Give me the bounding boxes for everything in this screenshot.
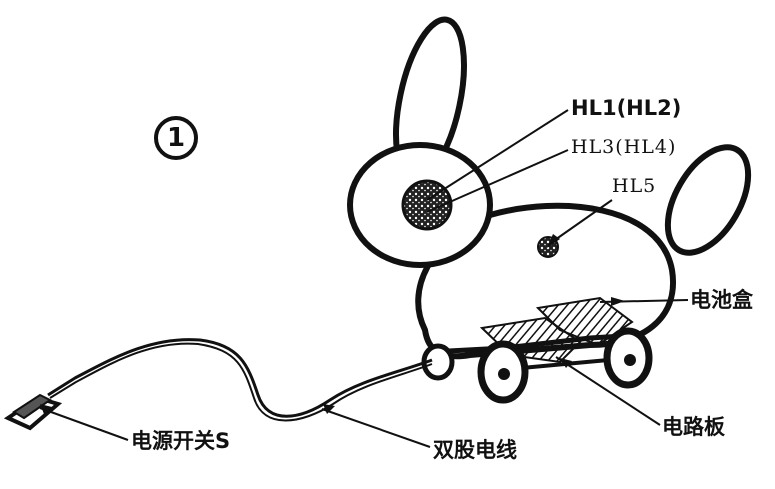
arrowheads bbox=[40, 234, 625, 414]
label-battery-box: 电池盒 bbox=[690, 288, 753, 312]
front-left-wheel bbox=[477, 340, 529, 404]
label-hl5: HL5 bbox=[612, 175, 657, 197]
power-switch-body bbox=[3, 393, 63, 431]
label-power-switch: 电源开关S bbox=[131, 429, 231, 453]
right-ear bbox=[664, 144, 752, 256]
figure-number: 1 bbox=[154, 116, 198, 160]
twin-wire bbox=[47, 338, 433, 418]
label-hl3-hl4: HL3(HL4) bbox=[571, 136, 677, 158]
front-right-wheel bbox=[603, 327, 653, 389]
label-circuit-board: 电路板 bbox=[662, 415, 725, 439]
label-hl1-hl2: HL1(HL2) bbox=[571, 96, 682, 120]
label-twin-wire: 双股电线 bbox=[433, 438, 517, 462]
